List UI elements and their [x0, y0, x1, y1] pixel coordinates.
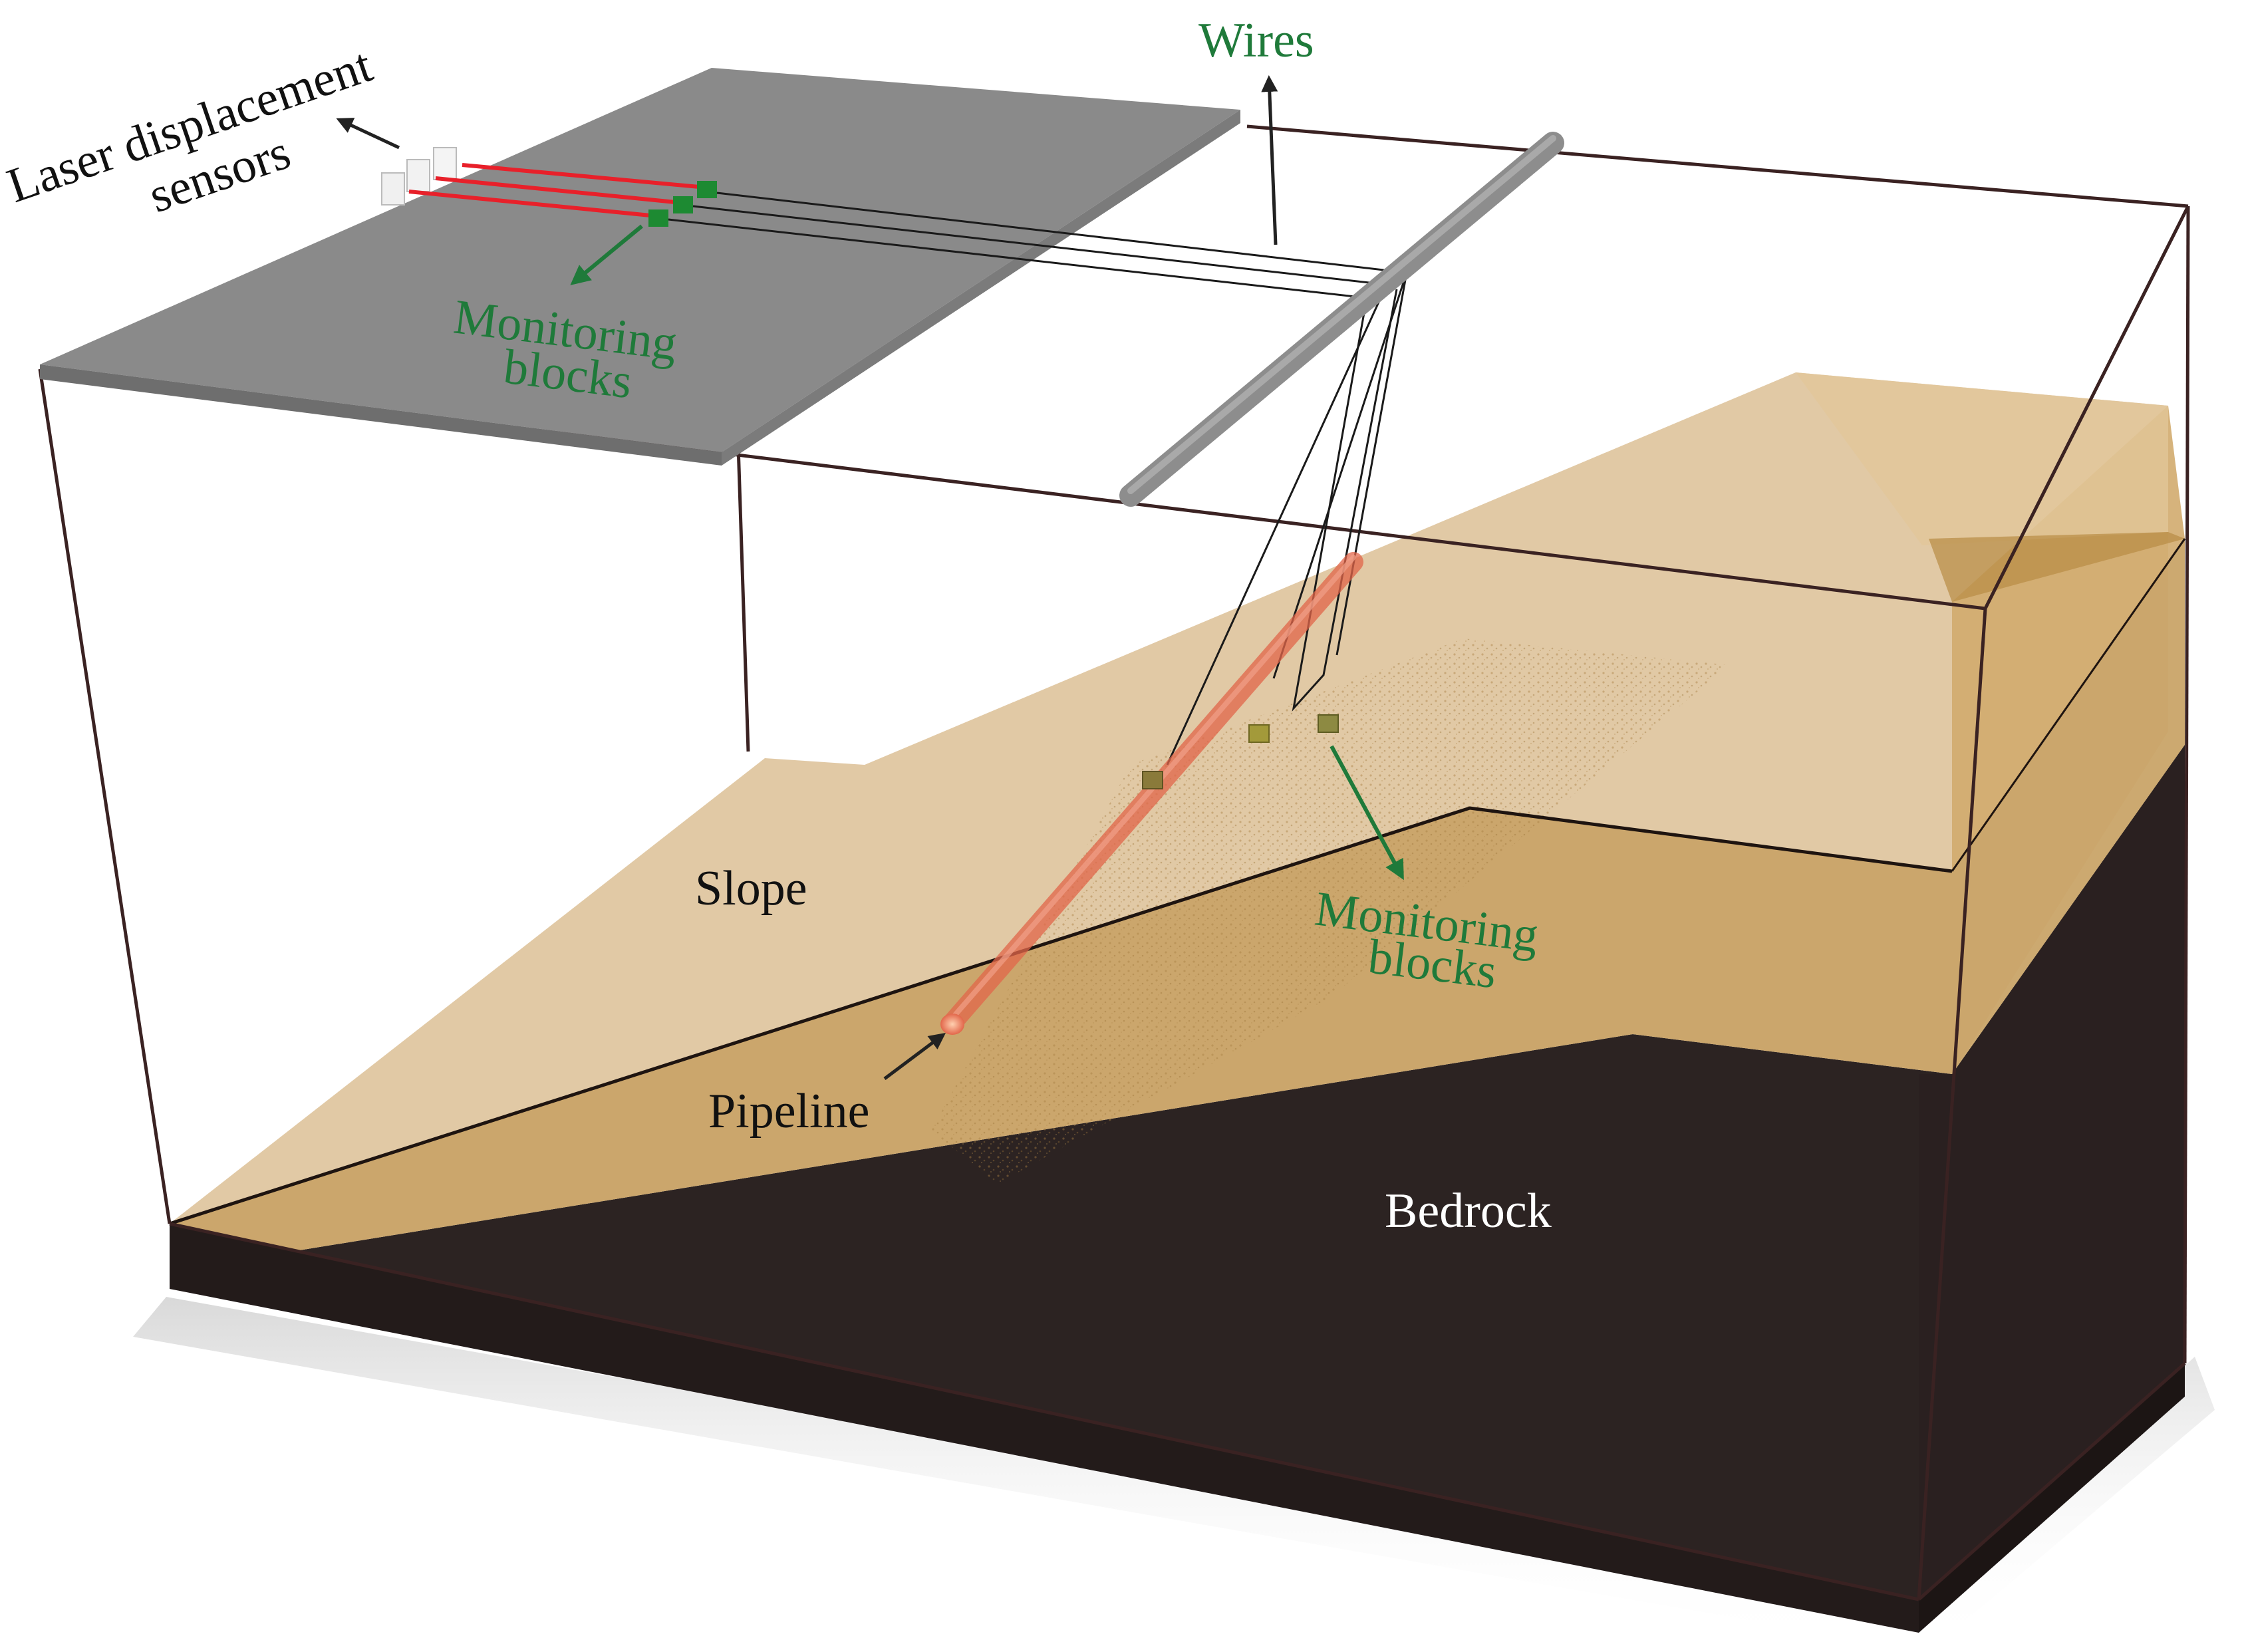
wires-label: Wires — [1198, 13, 1314, 68]
bedrock-block — [170, 745, 2185, 1633]
monitoring-block — [1318, 714, 1339, 733]
bedrock-label: Bedrock — [1385, 1184, 1552, 1238]
pipeline-end — [940, 1014, 964, 1035]
platform-monitoring-blocks — [648, 181, 717, 227]
bedrock-top-surface — [170, 745, 2185, 1599]
slope-label: Slope — [695, 861, 807, 916]
bedrock-right-face — [1919, 1363, 2185, 1633]
slope-mid-layer — [170, 539, 2185, 1250]
slope-back-plateau — [1796, 372, 2168, 545]
slope-right-edge — [1951, 538, 2186, 872]
pipeline-arrow — [883, 1033, 946, 1080]
slope-soil — [170, 372, 2185, 1250]
monitoring-block — [1248, 724, 1270, 743]
top-platform — [40, 68, 1240, 466]
platform-edge — [40, 364, 722, 466]
pipeline-label: Pipeline — [708, 1084, 870, 1139]
monitoring-block — [673, 196, 693, 213]
laser-sensors-arrow — [336, 118, 400, 150]
monitoring-blocks-top-arrow — [570, 224, 643, 285]
platform-edge-right — [722, 110, 1240, 466]
bedrock-front-face — [170, 1224, 1919, 1633]
laser-beam — [408, 190, 658, 218]
pulley-rod-highlight — [1127, 135, 1556, 494]
platform-top — [40, 68, 1240, 452]
monitoring-block — [648, 209, 668, 227]
monitoring-block — [697, 181, 717, 198]
monitoring-blocks-right-arrow — [1330, 745, 1404, 881]
laser-beam — [462, 163, 707, 190]
sensor-box — [433, 147, 457, 180]
slope-right-mid — [1929, 532, 2185, 602]
monitoring-block — [1142, 771, 1163, 789]
pulley-rod — [1119, 132, 1564, 507]
laser-beam — [435, 176, 682, 205]
sensor-box — [381, 172, 405, 206]
layer-interface-line — [169, 806, 1953, 1226]
wires-arrow — [1261, 75, 1278, 245]
soil-grain-zone — [931, 638, 1729, 1184]
soil-monitoring-blocks — [1142, 714, 1339, 789]
pipeline-body — [941, 552, 1363, 1034]
sensor-box — [406, 159, 430, 192]
ground-shadow — [133, 1297, 2215, 1652]
bedrock-right-side — [1919, 745, 2185, 1599]
laser-sensors — [381, 147, 707, 218]
